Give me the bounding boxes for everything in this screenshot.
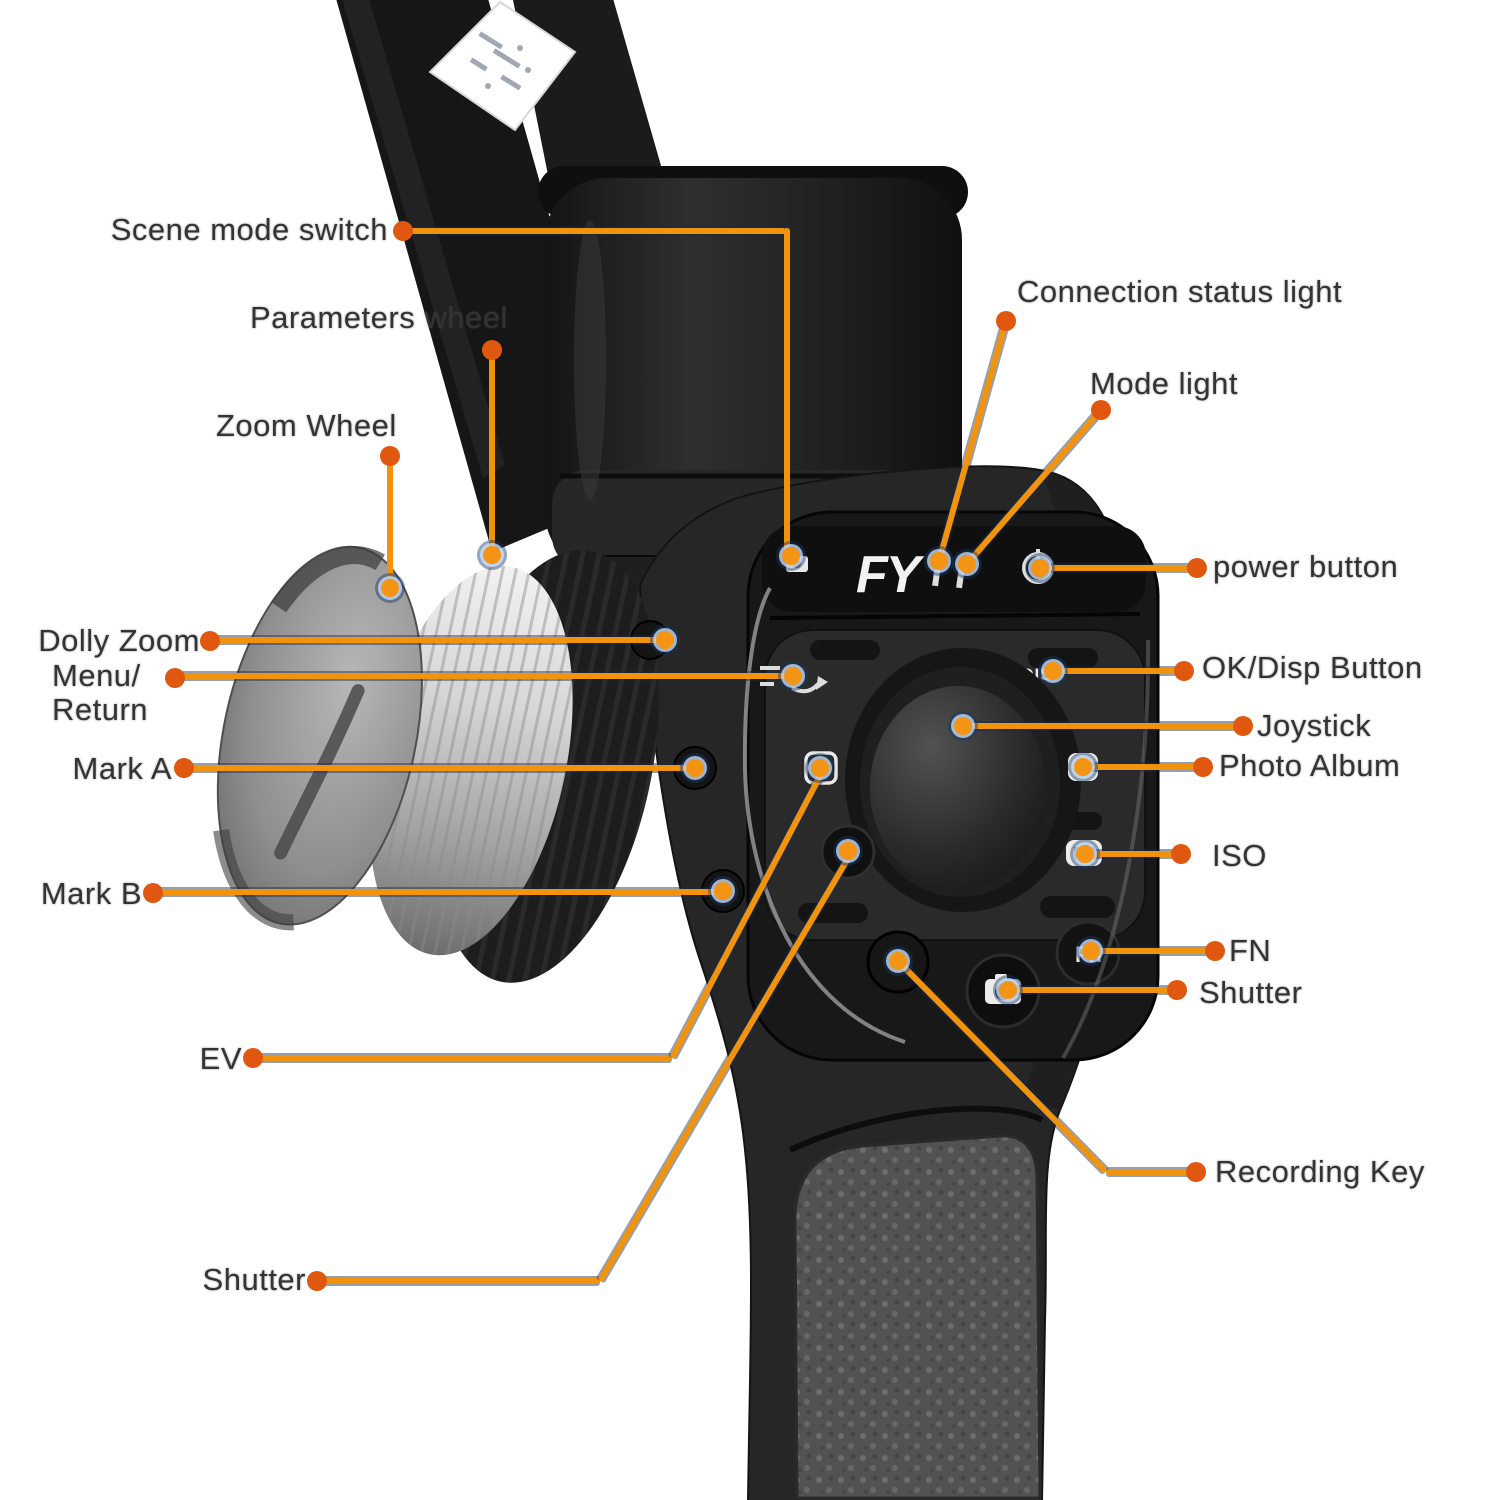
shutter-right-end-dot [999, 981, 1017, 999]
mark-b-leader [153, 889, 723, 895]
recording-key-end-dot [889, 952, 907, 970]
shutter-left-leader [317, 1278, 600, 1284]
dolly-zoom-label: Dolly Zoom [38, 623, 200, 658]
mode-light-label-dot [1091, 400, 1111, 420]
joystick-end-dot [954, 717, 972, 735]
mark-b-label: Mark B [40, 876, 142, 911]
wheel-assembly [213, 545, 659, 983]
fn-end-dot [1082, 942, 1100, 960]
mark-a-end-dot [686, 759, 704, 777]
joystick-label-dot [1233, 716, 1253, 736]
grip-texture [793, 1134, 1042, 1500]
scene-mode-switch-leader [403, 228, 790, 234]
menu-return-label-dot [165, 668, 185, 688]
body-edge-highlight [1061, 639, 1151, 1059]
shutter-left-end-dot [839, 842, 857, 860]
ok-disp-label-dot [1174, 661, 1194, 681]
connection-status-light-label-dot [996, 311, 1016, 331]
ev-end-dot [811, 759, 829, 777]
parameters-wheel-label-dot [482, 340, 502, 360]
power-button-end-dot [1031, 559, 1049, 577]
iso-leader [1088, 851, 1181, 857]
photo-album-end-dot [1074, 758, 1092, 776]
parameters-wheel-end-dot [483, 546, 501, 564]
dolly-zoom-label-dot [200, 631, 220, 651]
iso-end-dot [1076, 845, 1094, 863]
fn-leader [1094, 948, 1215, 954]
photo-album-leader [1086, 764, 1203, 770]
iso-label: ISO [1212, 838, 1267, 873]
power-button-leader [1043, 565, 1197, 571]
shutter-right-leader [1011, 987, 1177, 993]
parameters-wheel-leader [489, 347, 495, 555]
recording-key-leader [1106, 1169, 1196, 1175]
scene-mode-switch-label-dot [393, 221, 413, 241]
zoom-wheel-leader [387, 453, 393, 588]
parameters-wheel-label: Parameters wheel [250, 300, 508, 335]
ok-disp-end-dot [1044, 662, 1062, 680]
menu-return-label-line1: Menu/ [52, 658, 141, 693]
joystick-leader [966, 723, 1243, 729]
scene-mode-switch-leader [784, 228, 790, 556]
zoom-wheel-label: Zoom Wheel [216, 408, 397, 443]
ev-label-dot [243, 1048, 263, 1068]
fn-label-dot [1205, 941, 1225, 961]
grip-top-groove [788, 1105, 1044, 1153]
shutter-right-label-dot [1167, 980, 1187, 1000]
power-button-label: power button [1213, 549, 1399, 584]
dolly-zoom-leader [210, 637, 665, 643]
control-panel: FY OK DISP [746, 510, 1160, 1062]
menu-return-label-line2: Return [52, 692, 149, 727]
mark-b-label-dot [143, 883, 163, 903]
iso-label-dot [1171, 844, 1191, 864]
spec-sticker [428, 0, 577, 132]
connection-status-light-end-dot [930, 552, 948, 570]
joystick [845, 648, 1081, 912]
menu-return-label: Menu/Return [52, 659, 148, 727]
menu-return-end-dot [784, 667, 802, 685]
zoom-wheel-label-dot [380, 446, 400, 466]
scene-mode-switch-label: Scene mode switch [110, 212, 388, 247]
menu-return-leader [175, 673, 793, 679]
power-button-label-dot [1187, 558, 1207, 578]
mark-a-label-dot [174, 758, 194, 778]
mode-light-end-dot [958, 555, 976, 573]
ok-disp-button-label: OK/Disp Button [1202, 650, 1423, 685]
shutter-left-label-dot [307, 1271, 327, 1291]
mode-light-label: Mode light [1090, 366, 1239, 401]
fn-label: FN [1229, 933, 1272, 968]
mark-a-leader [184, 765, 695, 771]
shutter-right-label: Shutter [1199, 975, 1303, 1010]
photo-album-label: Photo Album [1219, 748, 1401, 783]
scene-mode-switch-end-dot [782, 547, 800, 565]
shutter-left-label: Shutter [202, 1262, 306, 1297]
joystick-label: Joystick [1257, 708, 1372, 743]
panel-edge-highlight [742, 587, 906, 1044]
photo-album-label-dot [1193, 757, 1213, 777]
dolly-zoom-end-dot [656, 631, 674, 649]
zoom-wheel-end-dot [381, 579, 399, 597]
recording-key-label-dot [1186, 1162, 1206, 1182]
ok-disp-leader [1056, 668, 1184, 674]
recording-key-label: Recording Key [1215, 1154, 1425, 1189]
ev-leader [253, 1055, 672, 1061]
brand-logo: FY [856, 546, 925, 604]
connection-status-light-label: Connection status light [1017, 274, 1343, 309]
mark-a-label: Mark A [72, 751, 172, 786]
mark-b-end-dot [714, 882, 732, 900]
ev-label: EV [199, 1041, 242, 1076]
